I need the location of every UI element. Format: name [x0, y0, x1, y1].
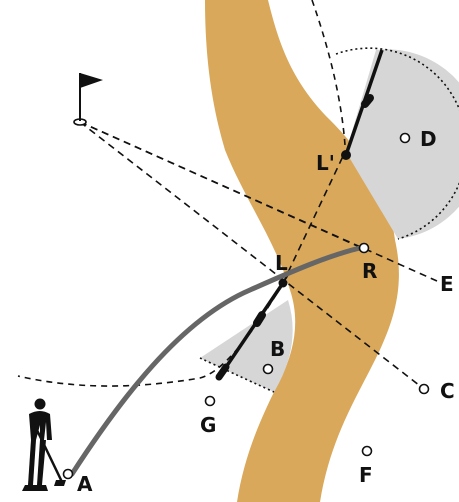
club-length-upper [341, 49, 384, 160]
arc-lower-edge [199, 357, 275, 393]
line-flag-to-C [79, 121, 425, 390]
reference-lines [79, 121, 438, 390]
point-G [204, 395, 216, 407]
hazard-band [205, 0, 399, 502]
point-A [62, 468, 74, 480]
label-E: E [440, 272, 454, 296]
label-L: L [275, 251, 288, 275]
reference-points [62, 132, 430, 480]
label-D: D [420, 127, 437, 151]
club-length-lower [215, 278, 288, 381]
label-L-prime: L' [316, 151, 335, 175]
golfer-silhouette-icon [22, 398, 66, 491]
label-G: G [200, 413, 216, 437]
arc-boundary [17, 0, 346, 387]
line-flag-to-R [79, 121, 363, 249]
golf-flag-icon [73, 73, 103, 126]
relief-area-upper-edge [335, 47, 459, 240]
label-A: A [77, 472, 93, 496]
label-C: C [440, 379, 455, 403]
point-C [418, 383, 430, 395]
label-R: R [362, 259, 377, 283]
label-F: F [359, 463, 373, 487]
relief-area-upper [346, 49, 459, 239]
line-L-to-Lprime [282, 151, 346, 284]
point-R [358, 242, 370, 254]
ball-path [69, 245, 363, 477]
point-F [361, 445, 373, 457]
point-D [399, 132, 411, 144]
label-B: B [270, 337, 285, 361]
point-B [262, 363, 274, 375]
